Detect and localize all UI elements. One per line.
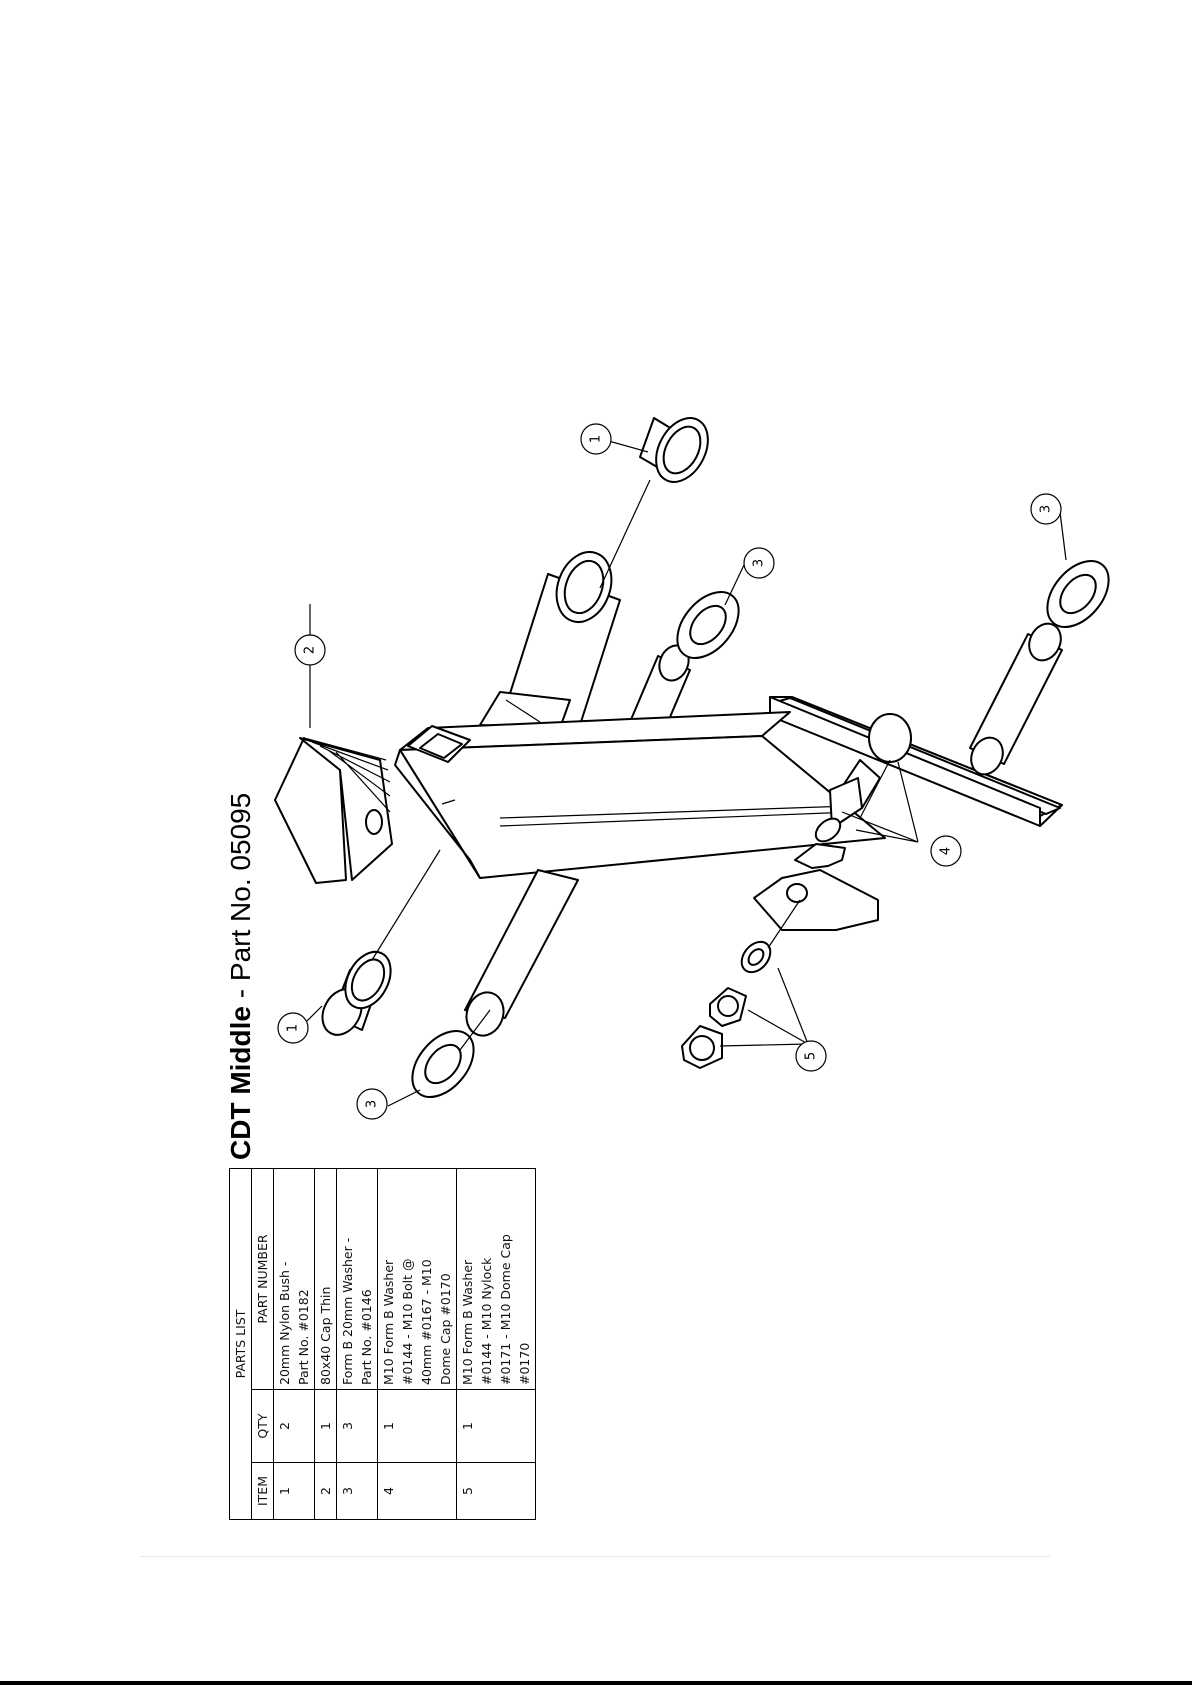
balloon-label: 3 [365,1100,380,1108]
balloon-label: 3 [1039,505,1054,513]
balloon-label: 2 [303,646,318,654]
balloon-item-3-lower: 3 [356,1088,388,1120]
nylon-bush-upper [639,417,709,483]
balloon-item-5: 5 [795,1040,827,1072]
balloon-label: 4 [939,847,954,855]
lower-bracket [753,843,879,931]
balloon-item-1-upper: 1 [580,423,612,455]
bolt-assembly [814,713,912,843]
balloon-item-2: 2 [294,634,326,666]
washer-lower-left [411,1030,475,1098]
leader-lines [299,439,1067,1107]
footer-rule [140,1556,1050,1557]
balloon-item-3-right: 3 [1030,493,1062,525]
balloon-label: 3 [752,559,767,567]
end-cap [274,737,393,884]
bottom-edge-bar [0,1681,1192,1685]
balloon-label: 5 [804,1052,819,1060]
balloon-item-1-lower: 1 [277,1012,309,1044]
main-square-tube [394,711,886,879]
balloon-item-4: 4 [930,835,962,867]
nut-assembly [681,940,772,1069]
nylon-bush-lower [321,950,392,1036]
right-pin [969,622,1063,776]
balloon-label: 1 [589,435,604,443]
balloon-item-3-upper: 3 [743,547,775,579]
back-tube [479,551,621,751]
front-tube [464,869,579,1037]
bottom-plate [769,696,1063,827]
washer-upper [676,591,740,659]
assembly-lines [371,479,891,1051]
washer-right [1046,560,1110,628]
balloon-label: 1 [286,1024,301,1032]
